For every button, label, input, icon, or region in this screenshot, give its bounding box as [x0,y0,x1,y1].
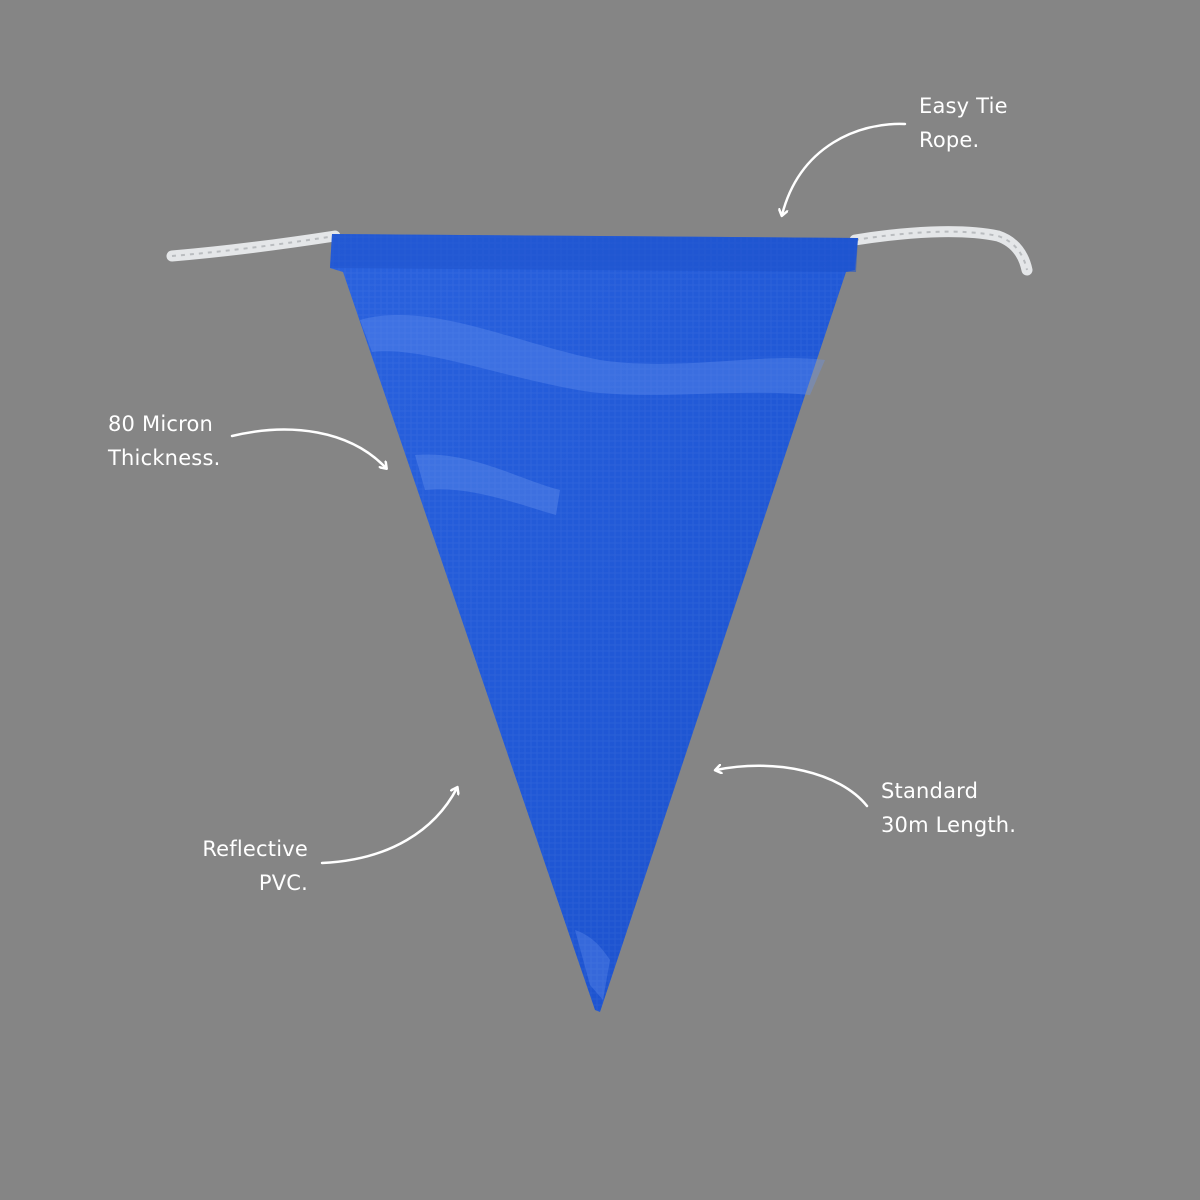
callout-line: PVC. [258,871,308,895]
callout-line: Rope. [919,128,980,152]
callout-micron-thickness: 80 Micron Thickness. [108,407,220,475]
callout-line: Easy Tie [919,94,1008,118]
callout-easy-tie-rope: Easy Tie Rope. [919,89,1008,157]
callout-line: Thickness. [108,446,221,470]
callout-line: 80 Micron [108,412,214,436]
arrow-icon [230,428,386,468]
rope-left [166,230,341,262]
callout-line: Reflective [202,837,308,861]
callout-line: 30m Length. [881,813,1017,837]
arrow-icon [716,766,869,808]
callout-reflective-pvc: Reflective PVC. [198,832,308,900]
callout-standard-length: Standard 30m Length. [881,774,1016,842]
callout-line: Standard [881,779,979,803]
blue-pennant-flag [330,234,858,1012]
arrow-icon [782,122,907,215]
arrow-icon [320,788,457,865]
